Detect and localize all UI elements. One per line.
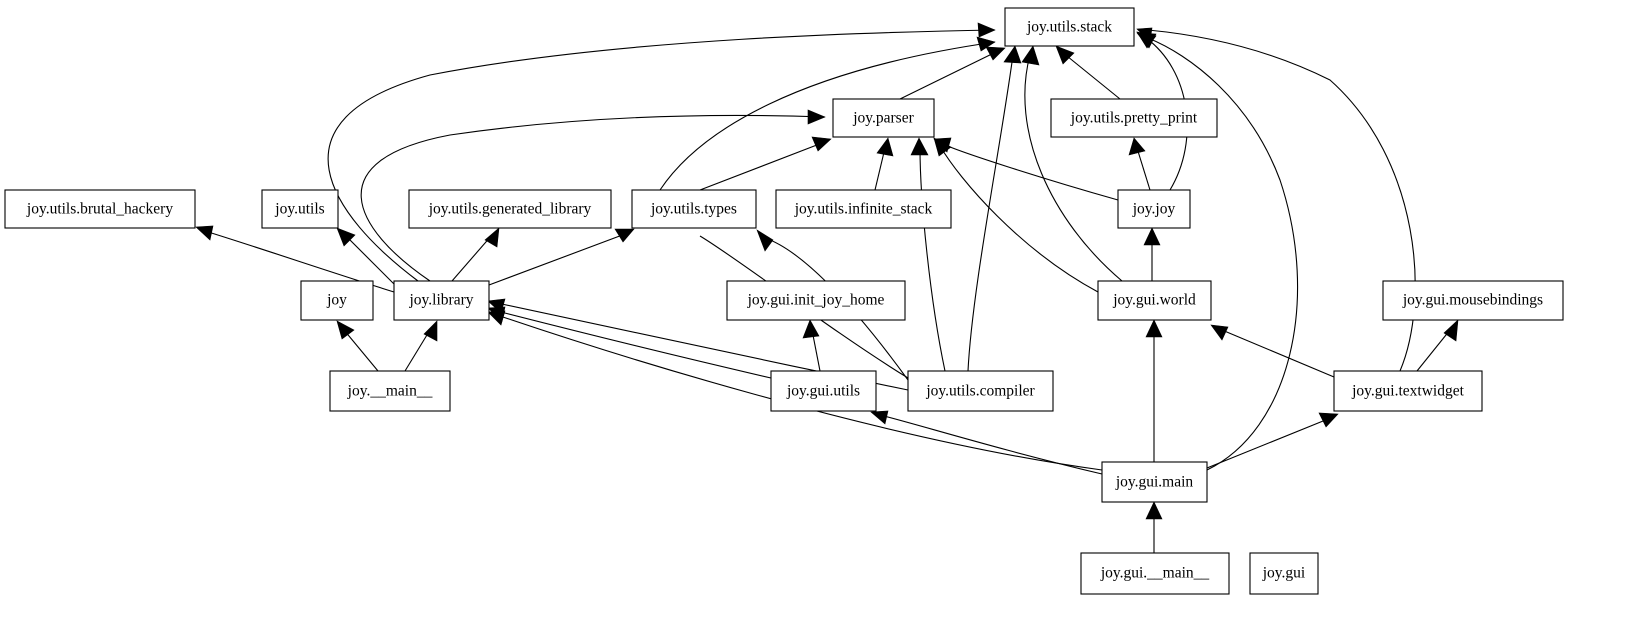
edge-joy-dunder-main-to-joy-library — [404, 329, 431, 372]
node-label: joy.gui.world — [1112, 292, 1196, 309]
arrowhead-icon — [807, 109, 826, 125]
edge-layer — [195, 22, 1459, 553]
edge-joy-gui-textwidget-to-joy-gui-world — [1221, 329, 1335, 378]
arrowhead-icon — [1003, 45, 1022, 64]
node-joy-utils-stack[interactable]: joy.utils.stack — [1004, 7, 1135, 47]
arrowhead-icon — [976, 36, 996, 52]
edge-joy-gui-main-to-joy-library — [496, 314, 1103, 471]
node-joy-utils-compiler[interactable]: joy.utils.compiler — [907, 370, 1054, 412]
arrowhead-icon — [1136, 27, 1153, 43]
node-joy-library[interactable]: joy.library — [393, 280, 490, 321]
arrowhead-icon — [1145, 501, 1163, 520]
edge-joy-library-to-joy-utils-types — [488, 233, 626, 286]
edge-joy-utils-types-to-joy-parser — [699, 142, 823, 191]
edge-joy-gui-textwidget-to-joy-gui-mousebindings — [1416, 329, 1451, 372]
node-label: joy.__main__ — [347, 383, 433, 400]
arrowhead-icon — [1128, 137, 1146, 156]
node-label: joy.utils.infinite_stack — [794, 201, 933, 218]
arrowhead-icon — [1210, 324, 1229, 341]
edge-joy-utils-pretty-print-to-joy-utils-stack — [1061, 51, 1121, 100]
node-joy-gui-dunder-main[interactable]: joy.gui.__main__ — [1080, 552, 1230, 595]
node-label: joy.gui.init_joy_home — [747, 292, 885, 309]
node-label: joy.utils.pretty_print — [1070, 110, 1198, 127]
node-label: joy.gui.__main__ — [1100, 565, 1210, 582]
node-label: joy.utils — [274, 201, 324, 218]
arrowhead-icon — [336, 227, 356, 247]
edge-joy-utils-types-to-joy-utils-stack — [659, 41, 996, 191]
arrowhead-icon — [910, 137, 929, 156]
node-joy-gui-utils[interactable]: joy.gui.utils — [770, 370, 877, 412]
node-label: joy.gui.textwidget — [1351, 383, 1464, 400]
edge-joy-utils-compiler-to-joy-utils-stack — [967, 54, 1014, 372]
edge-joy-library-to-joy-parser — [360, 114, 826, 282]
node-label: joy.utils.stack — [1026, 19, 1112, 36]
node-layer: joy.utils.stack joy.parser joy.utils.pre… — [4, 7, 1564, 595]
arrowhead-icon — [802, 319, 820, 339]
node-joy-utils-pretty-print[interactable]: joy.utils.pretty_print — [1050, 98, 1218, 138]
node-joy-gui-mousebindings[interactable]: joy.gui.mousebindings — [1382, 280, 1564, 321]
node-joy-utils[interactable]: joy.utils — [261, 189, 339, 229]
node-label: joy.library — [409, 292, 474, 309]
node-joy-utils-generated-library[interactable]: joy.utils.generated_library — [408, 189, 612, 229]
arrowhead-icon — [614, 228, 635, 243]
edge-joy-gui-main-to-joy-gui-utils — [879, 414, 1103, 475]
arrowhead-icon — [933, 137, 952, 157]
node-label: joy.utils.brutal_hackery — [26, 201, 173, 218]
edge-joy-library-to-joy-utils — [343, 233, 401, 291]
edge-joy-gui-world-to-joy-utils-stack — [1024, 54, 1123, 282]
node-joy-parser[interactable]: joy.parser — [832, 98, 935, 138]
node-joy-joy[interactable]: joy.joy — [1117, 189, 1191, 229]
edge-joy-gui-main-to-joy-utils-stack — [1147, 37, 1299, 471]
arrowhead-icon — [1145, 319, 1163, 338]
arrowhead-icon — [985, 46, 1006, 61]
arrowhead-icon — [1318, 412, 1339, 428]
node-label: joy.gui — [1262, 565, 1306, 582]
arrowhead-icon — [811, 136, 832, 152]
node-joy-gui-world[interactable]: joy.gui.world — [1097, 280, 1212, 321]
edge-joy-gui-main-to-joy-gui-textwidget — [1206, 418, 1329, 469]
node-joy-gui-main[interactable]: joy.gui.main — [1101, 461, 1208, 503]
node-label: joy — [326, 292, 347, 309]
arrowhead-icon — [487, 310, 506, 326]
edge-joy-utils-infinite-stack-to-joy-parser — [874, 147, 886, 191]
arrowhead-icon — [195, 225, 214, 241]
edge-joy-parser-to-joy-utils-stack — [899, 49, 1001, 100]
arrowhead-icon — [870, 410, 889, 425]
arrowhead-icon — [423, 320, 438, 342]
edge-joy-utils-compiler-to-joy-parser — [919, 147, 946, 372]
node-label: joy.gui.mousebindings — [1402, 292, 1543, 309]
node-joy-dunder-main[interactable]: joy.__main__ — [329, 370, 451, 412]
arrowhead-icon — [336, 320, 355, 340]
arrowhead-icon — [756, 229, 774, 252]
edge-joy-joy-to-joy-utils-pretty-print — [1136, 147, 1151, 191]
arrowhead-icon — [876, 137, 894, 157]
arrowhead-icon — [1021, 45, 1040, 66]
node-label: joy.gui.main — [1115, 474, 1194, 491]
node-label: joy.utils.compiler — [925, 383, 1035, 400]
node-joy[interactable]: joy — [300, 280, 374, 321]
node-label: joy.utils.types — [650, 201, 737, 218]
node-joy-gui-init-joy-home[interactable]: joy.gui.init_joy_home — [726, 280, 906, 321]
node-label: joy.gui.utils — [786, 383, 860, 400]
edge-joy-joy-to-joy-parser — [942, 143, 1119, 201]
node-joy-utils-infinite-stack[interactable]: joy.utils.infinite_stack — [775, 189, 952, 229]
node-label: joy.utils.generated_library — [428, 201, 592, 218]
node-joy-gui-textwidget[interactable]: joy.gui.textwidget — [1333, 370, 1483, 412]
arrowhead-icon — [1143, 227, 1161, 246]
edge-joy-library-to-joy-utils-generated-library — [451, 234, 493, 282]
edge-joy-gui-world-to-joy-parser — [939, 145, 1099, 293]
arrowhead-icon — [977, 22, 996, 38]
node-joy-utils-types[interactable]: joy.utils.types — [631, 189, 757, 229]
node-joy-utils-brutal-hackery[interactable]: joy.utils.brutal_hackery — [4, 189, 196, 229]
arrowhead-icon — [1443, 319, 1459, 342]
edge-joy-gui-utils-to-joy-library — [496, 310, 772, 379]
arrowhead-icon — [484, 227, 500, 248]
edge-joy-dunder-main-to-joy — [343, 329, 379, 372]
node-joy-gui[interactable]: joy.gui — [1249, 552, 1319, 595]
edge-joy-library-to-joy-utils-stack — [327, 29, 996, 282]
node-label: joy.joy — [1132, 201, 1176, 218]
arrowhead-icon — [487, 298, 506, 314]
arrowhead-icon — [1055, 45, 1075, 65]
node-label: joy.parser — [852, 110, 914, 127]
